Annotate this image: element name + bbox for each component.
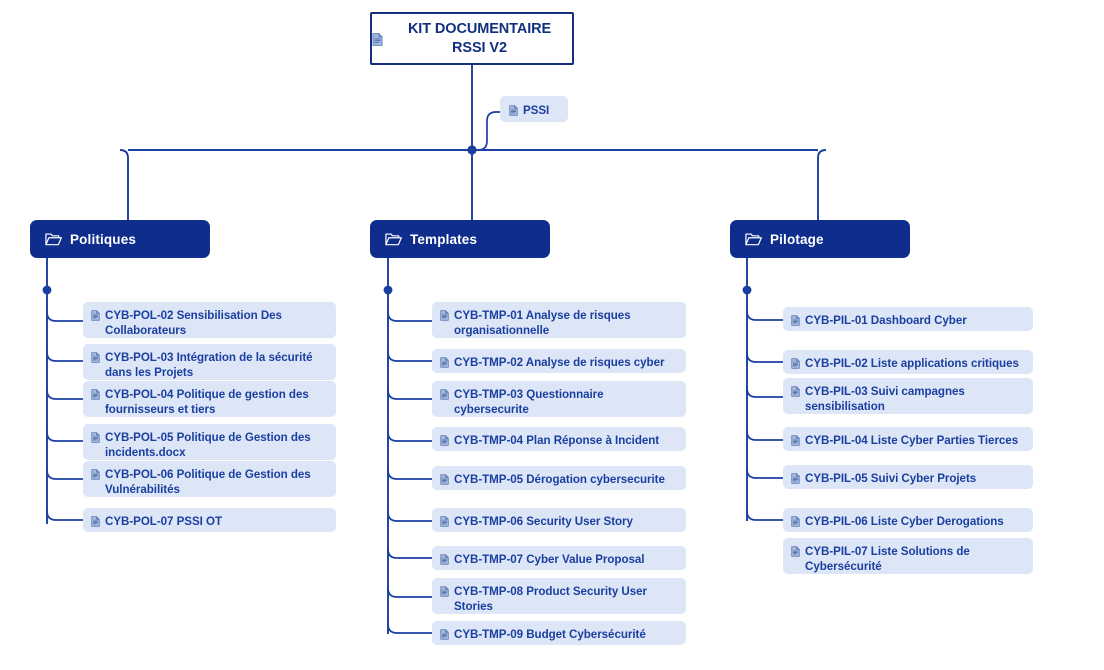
leaf-cyb-tmp-08[interactable]: CYB-TMP-08 Product Security User Stories [432, 578, 686, 614]
junction-dot-pilotage [742, 285, 752, 295]
document-icon [509, 105, 518, 116]
category-header-politiques[interactable]: Politiques [30, 220, 210, 258]
leaf-cyb-pil-06[interactable]: CYB-PIL-06 Liste Cyber Derogations [783, 508, 1033, 532]
category-label: Templates [410, 231, 478, 247]
leaf-cyb-pol-07[interactable]: CYB-POL-07 PSSI OT [83, 508, 336, 532]
document-icon [440, 586, 449, 597]
leaf-label: CYB-TMP-09 Budget Cybersécurité [454, 628, 646, 641]
leaf-cyb-tmp-07[interactable]: CYB-TMP-07 Cyber Value Proposal [432, 546, 686, 570]
leaf-label: CYB-POL-06 Politique de Gestion des Vuln… [105, 468, 311, 497]
root-label: KIT DOCUMENTAIRE RSSI V2 [407, 20, 552, 56]
category-label: Pilotage [770, 231, 824, 247]
document-icon [440, 357, 449, 368]
document-icon [440, 554, 449, 565]
junction-dot-templates [383, 285, 393, 295]
document-icon [791, 516, 800, 527]
leaf-cyb-pol-03[interactable]: CYB-POL-03 Intégration de la sécurité da… [83, 344, 336, 380]
document-icon [440, 629, 449, 640]
leaf-cyb-tmp-09[interactable]: CYB-TMP-09 Budget Cybersécurité [432, 621, 686, 645]
leaf-pssi[interactable]: PSSI [500, 96, 568, 122]
leaf-label: CYB-TMP-08 Product Security User Stories [454, 585, 647, 614]
leaf-cyb-tmp-03[interactable]: CYB-TMP-03 Questionnaire cybersecurite [432, 381, 686, 417]
leaf-label: CYB-TMP-06 Security User Story [454, 515, 633, 528]
document-icon [791, 315, 800, 326]
document-icon [91, 389, 100, 400]
leaf-cyb-pol-05[interactable]: CYB-POL-05 Politique de Gestion des inci… [83, 424, 336, 460]
junction-dot-politiques [42, 285, 52, 295]
leaf-label: CYB-POL-05 Politique de Gestion des inci… [105, 431, 311, 460]
category-label: Politiques [70, 231, 137, 247]
leaf-cyb-pol-02[interactable]: CYB-POL-02 Sensibilisation Des Collabora… [83, 302, 336, 338]
leaf-cyb-tmp-01[interactable]: CYB-TMP-01 Analyse de risques organisati… [432, 302, 686, 338]
leaf-cyb-pil-04[interactable]: CYB-PIL-04 Liste Cyber Parties Tierces [783, 427, 1033, 451]
leaf-label: CYB-PIL-06 Liste Cyber Derogations [805, 515, 1004, 528]
document-icon [440, 389, 449, 400]
leaf-label: CYB-TMP-03 Questionnaire cybersecurite [454, 388, 604, 417]
document-icon [791, 358, 800, 369]
leaf-cyb-tmp-04[interactable]: CYB-TMP-04 Plan Réponse à Incident [432, 427, 686, 451]
leaf-label: CYB-TMP-01 Analyse de risques organisati… [454, 309, 631, 338]
document-icon [791, 435, 800, 446]
document-icon [372, 32, 383, 46]
document-icon [91, 352, 100, 363]
leaf-label: CYB-PIL-01 Dashboard Cyber [805, 314, 967, 327]
junction-dot-root [467, 145, 477, 155]
document-icon [440, 435, 449, 446]
leaf-label: CYB-PIL-03 Suivi campagnes sensibilisati… [805, 385, 965, 414]
leaf-cyb-tmp-05[interactable]: CYB-TMP-05 Dérogation cybersecurite [432, 466, 686, 490]
document-icon [91, 469, 100, 480]
folder-icon [745, 233, 762, 246]
document-icon [440, 516, 449, 527]
leaf-cyb-pil-07[interactable]: CYB-PIL-07 Liste Solutions de Cybersécur… [783, 538, 1033, 574]
leaf-label: CYB-TMP-04 Plan Réponse à Incident [454, 434, 660, 447]
folder-icon [385, 233, 402, 246]
document-icon [91, 516, 100, 527]
leaf-cyb-pil-02[interactable]: CYB-PIL-02 Liste applications critiques [783, 350, 1033, 374]
leaf-label: PSSI [523, 104, 550, 117]
document-icon [91, 432, 100, 443]
leaf-label: CYB-POL-02 Sensibilisation Des Collabora… [105, 309, 282, 338]
leaf-cyb-tmp-06[interactable]: CYB-TMP-06 Security User Story [432, 508, 686, 532]
leaf-cyb-pil-01[interactable]: CYB-PIL-01 Dashboard Cyber [783, 307, 1033, 331]
leaf-label: CYB-PIL-04 Liste Cyber Parties Tierces [805, 434, 1019, 447]
document-icon [791, 546, 800, 557]
leaf-cyb-pol-06[interactable]: CYB-POL-06 Politique de Gestion des Vuln… [83, 461, 336, 497]
root-node[interactable]: KIT DOCUMENTAIRE RSSI V2 [370, 12, 574, 65]
leaf-label: CYB-TMP-07 Cyber Value Proposal [454, 553, 645, 566]
document-icon [791, 386, 800, 397]
leaf-label: CYB-TMP-05 Dérogation cybersecurite [454, 473, 665, 486]
leaf-label: CYB-POL-07 PSSI OT [105, 515, 222, 528]
category-header-pilotage[interactable]: Pilotage [730, 220, 910, 258]
document-icon [440, 474, 449, 485]
category-header-templates[interactable]: Templates [370, 220, 550, 258]
leaf-label: CYB-POL-04 Politique de gestion des four… [105, 388, 309, 417]
document-icon [791, 473, 800, 484]
leaf-label: CYB-TMP-02 Analyse de risques cyber [454, 356, 665, 369]
document-icon [91, 310, 100, 321]
leaf-label: CYB-PIL-05 Suivi Cyber Projets [805, 472, 977, 485]
leaf-cyb-pol-04[interactable]: CYB-POL-04 Politique de gestion des four… [83, 381, 336, 417]
document-icon [440, 310, 449, 321]
leaf-cyb-pil-05[interactable]: CYB-PIL-05 Suivi Cyber Projets [783, 465, 1033, 489]
folder-icon [45, 233, 62, 246]
leaf-label: CYB-PIL-07 Liste Solutions de Cybersécur… [805, 545, 970, 574]
leaf-label: CYB-POL-03 Intégration de la sécurité da… [105, 351, 313, 380]
leaf-cyb-pil-03[interactable]: CYB-PIL-03 Suivi campagnes sensibilisati… [783, 378, 1033, 414]
leaf-label: CYB-PIL-02 Liste applications critiques [805, 357, 1019, 370]
leaf-cyb-tmp-02[interactable]: CYB-TMP-02 Analyse de risques cyber [432, 349, 686, 373]
